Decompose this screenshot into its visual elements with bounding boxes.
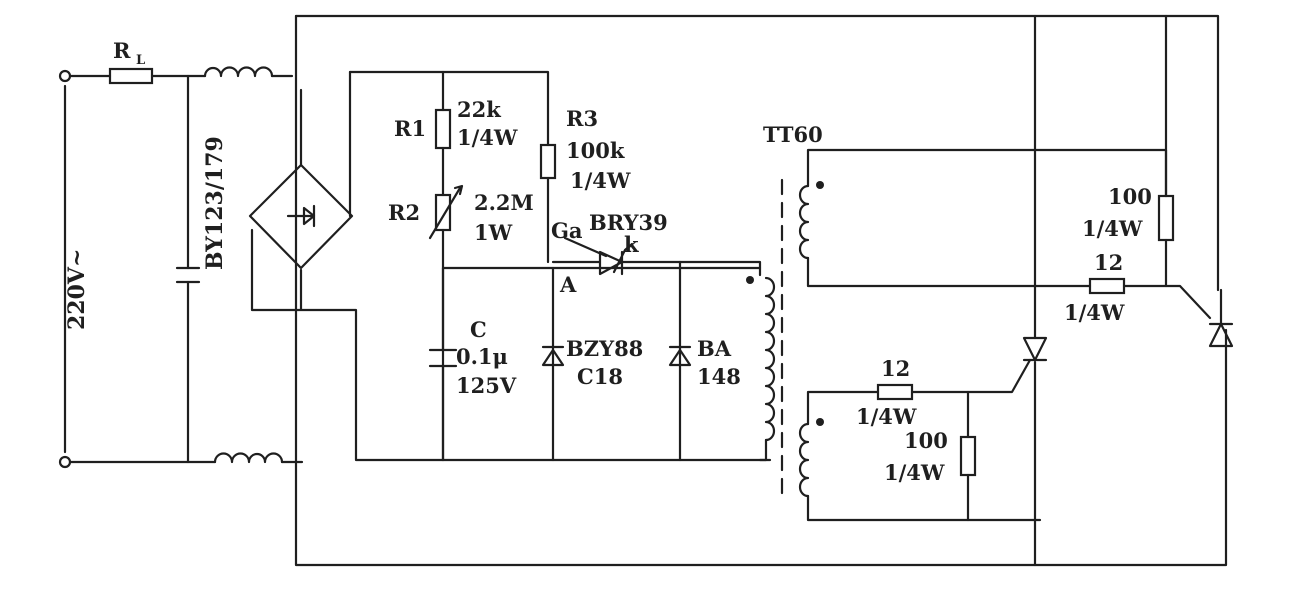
transformer-tt60 (678, 148, 1168, 522)
a-label: A (559, 272, 577, 297)
c-value: 0.1μ (456, 344, 508, 369)
choke-top-icon (203, 66, 274, 78)
r-mid-value: 12 (1094, 250, 1123, 275)
rl-resistor (108, 67, 154, 85)
diode-label-a: BA (697, 336, 732, 361)
r3-label: R3 (566, 106, 598, 131)
c-voltage: 125V (456, 373, 517, 398)
r2-value: 2.2M (474, 190, 534, 215)
r2-label: R2 (388, 200, 420, 225)
rl-subscript: L (136, 53, 145, 68)
r-100-bottom-resistor (959, 435, 977, 477)
r-top-power: 1/4W (1082, 216, 1143, 241)
zener-label-b: C18 (577, 364, 623, 389)
bridge-rectifier-icon (248, 163, 354, 270)
r-12-mid-resistor (1088, 277, 1126, 295)
r-100-top-resistor (1157, 194, 1175, 242)
r3-resistor (539, 143, 557, 180)
r-12-low-resistor (876, 383, 914, 401)
input-wiring (68, 14, 1228, 567)
r3-value: 100k (566, 138, 625, 163)
r1-value: 22k (457, 97, 501, 122)
filter-cap-label: BY123/179 (202, 136, 228, 270)
diode-label-b: 148 (697, 364, 741, 389)
r-low-value: 12 (881, 356, 910, 381)
secondary-winding-bottom-icon (798, 422, 810, 498)
thyristor-right-icon (1208, 288, 1234, 348)
r1-resistor (434, 108, 452, 150)
choke-bottom-icon (213, 452, 284, 464)
thyristor-left-icon (1022, 336, 1048, 362)
r2-variable-resistor (428, 184, 464, 240)
c-label: C (470, 317, 487, 342)
bry39-thyristor-icon (551, 236, 682, 276)
r1-power: 1/4W (457, 125, 518, 150)
zener-diode-icon (541, 345, 565, 367)
mains-label: 220V~ (64, 249, 90, 330)
output-wiring (966, 14, 1212, 567)
r-bot-power: 1/4W (884, 460, 945, 485)
secondary-winding-top-icon (798, 184, 810, 260)
labels: R L 220V~ BY123/179 R1 22k 1/4W R3 100k … (64, 38, 1152, 485)
r2-power: 1W (474, 220, 513, 245)
bry39-label: BRY39 (589, 210, 668, 235)
diode-ba148-icon (668, 345, 692, 367)
rl-label: R (113, 38, 131, 63)
zener-label-a: BZY88 (566, 336, 643, 361)
r3-power: 1/4W (570, 168, 631, 193)
r-top-value: 100 (1108, 184, 1152, 209)
ga-label: Ga (551, 218, 583, 243)
r1-label: R1 (394, 116, 426, 141)
r-mid-power: 1/4W (1064, 300, 1125, 325)
r-bot-value: 100 (904, 428, 948, 453)
r-low-power: 1/4W (856, 404, 917, 429)
k-label: k (624, 232, 639, 257)
transformer-label: TT60 (763, 122, 823, 147)
capacitor-c (428, 348, 458, 368)
primary-winding-icon (764, 276, 776, 442)
